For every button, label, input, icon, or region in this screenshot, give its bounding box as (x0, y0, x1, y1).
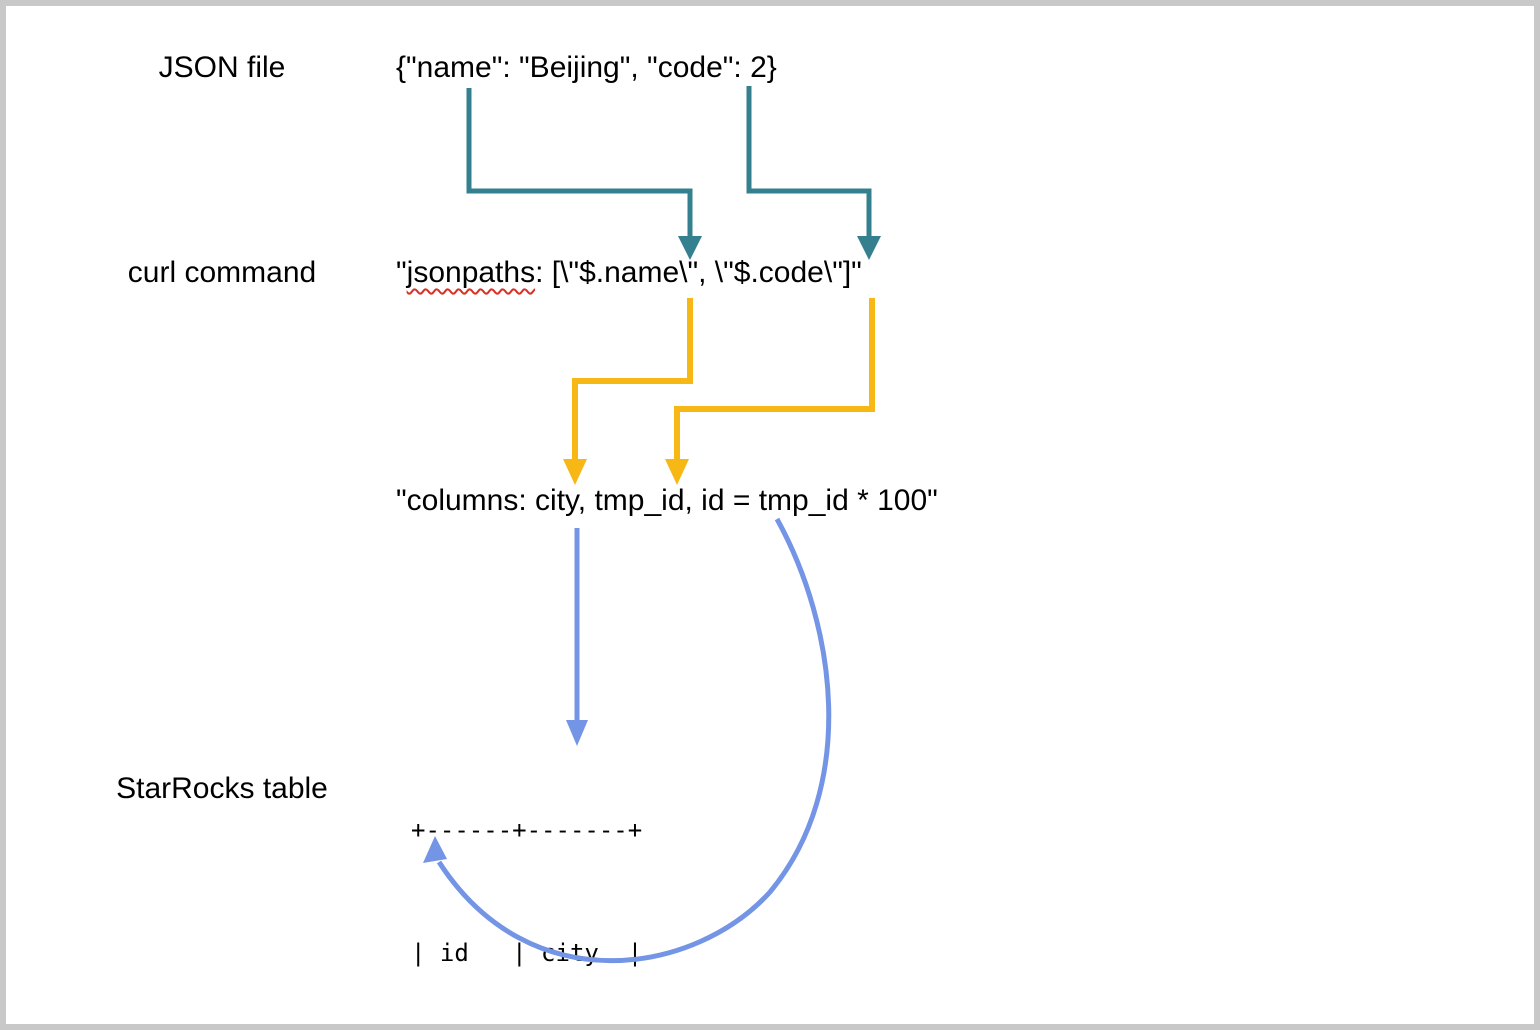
starrocks-ascii-table: +------+-------+ | id | city | +------+-… (411, 728, 643, 1024)
starrocks-table-label: StarRocks table (116, 772, 328, 805)
curl-content-jsonpaths-word: jsonpaths (406, 256, 536, 289)
curl-content-prefix: " (396, 256, 407, 289)
curl-command-label: curl command (127, 256, 317, 289)
arrows-overlay (423, 86, 881, 964)
arrow-jsonpath-code-to-tmp-id-icon (665, 298, 875, 485)
curl-content-rest: : [\"$.name\", \"$.code\"]" (535, 256, 862, 289)
arrow-jsonpath-name-to-city-icon (563, 298, 693, 485)
columns-content: "columns: city, tmp_id, id = tmp_id * 10… (396, 484, 938, 517)
arrow-name-to-jsonpath-name-icon (466, 88, 702, 260)
arrow-city-to-table-city-icon (566, 528, 588, 746)
json-file-content: {"name": "Beijing", "code": 2} (396, 51, 777, 84)
ascii-table-header-row: | id | city | (411, 939, 643, 967)
json-file-label: JSON file (158, 51, 286, 84)
ascii-table-top-border: +------+-------+ (411, 816, 643, 844)
curl-command-content: "jsonpaths: [\"$.name\", \"$.code\"]" (396, 256, 862, 290)
arrow-code-to-jsonpath-code-icon (746, 86, 881, 260)
